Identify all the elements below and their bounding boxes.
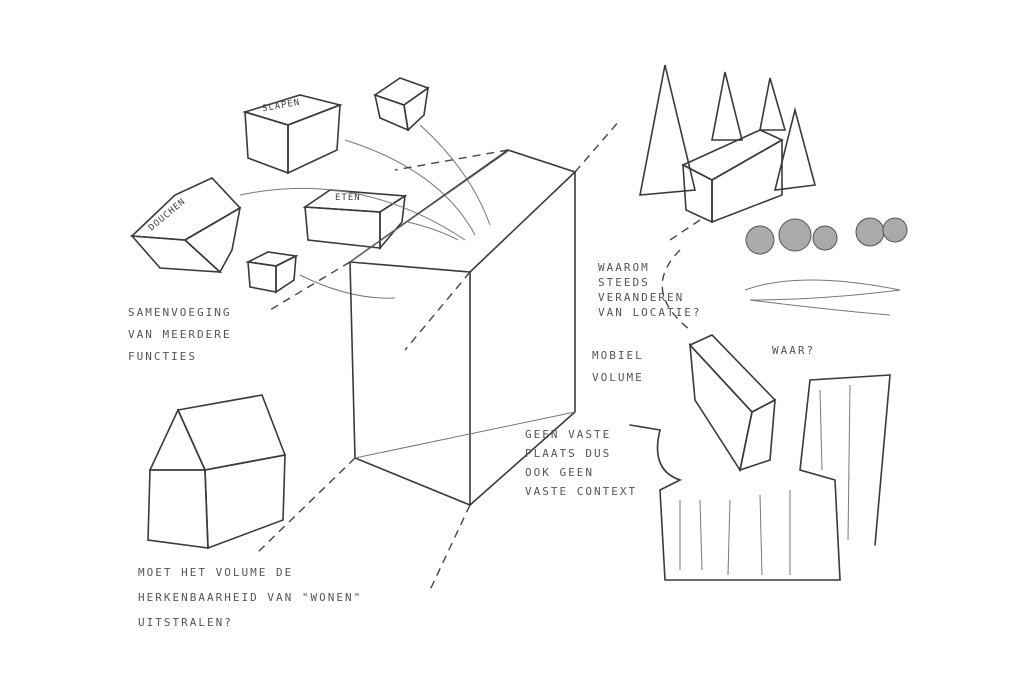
note-context: GEEN VASTE PLAATS DUS OOK GEEN VASTE CON… [525,428,638,498]
box-small-bottom [245,251,299,294]
mobile-volume [347,149,577,507]
label-eten: ETEN [335,193,361,203]
note-functions: SAMENVOEGING VAN MEERDERE FUNCTIES [128,306,232,363]
note-why: WAAROM STEEDS VERANDEREN VAN LOCATIE? [598,261,702,319]
note-where: WAAR? [772,344,816,357]
note-question: MOET HET VOLUME DE HERKENBAARHEID VAN "W… [138,566,363,629]
trees [639,64,817,196]
container-on-cliff [688,334,777,473]
cliff [629,374,891,581]
box-eten [302,189,408,251]
box-small-top [373,77,430,132]
note-mobile-volume: MOBIEL VOLUME [592,349,644,384]
box-douchen [130,177,242,274]
box-slapen [242,94,343,175]
shrubs [745,217,908,255]
container-in-forest [681,129,784,224]
house-sketch [147,394,287,550]
